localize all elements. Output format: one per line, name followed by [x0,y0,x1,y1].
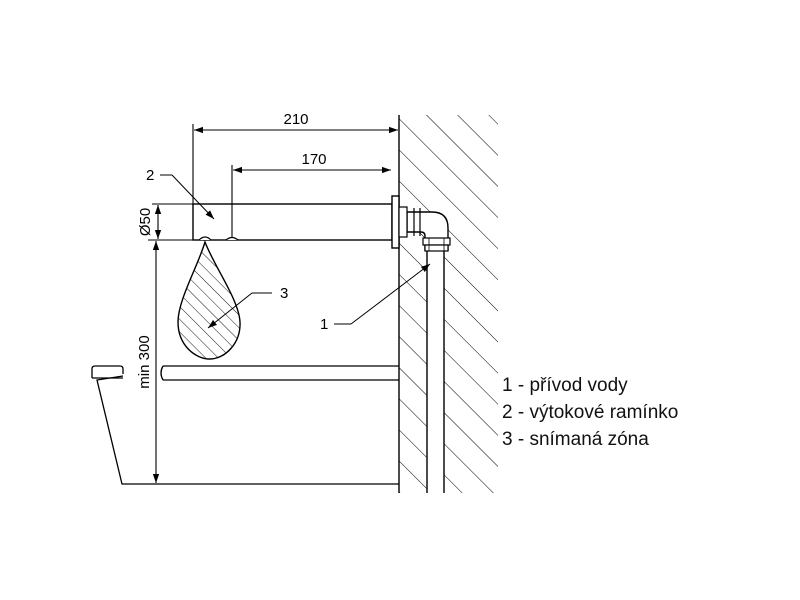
dimension-210-label: 210 [283,111,308,128]
supply-pipe [406,208,451,493]
dimension-diameter-label: Ø50 [137,208,154,236]
legend-item-supply: 1 - přívod vody [502,375,628,396]
dimension-min-height: min 300 [136,239,200,485]
wall [398,115,498,493]
sensing-zone [177,239,241,360]
legend-item-spout: 2 - výtokové ramínko [502,402,679,423]
dimension-170-label: 170 [301,151,326,168]
spout [192,195,408,249]
basin [91,365,399,485]
dimension-diameter: Ø50 [137,203,193,241]
callout-zone-number: 3 [280,285,288,302]
dimension-210: 210 [192,111,400,204]
legend: 1 - přívod vody 2 - výtokové ramínko 3 -… [502,372,678,453]
callout-spout: 2 [146,167,215,220]
callout-supply: 1 [320,263,431,333]
dimension-min-height-label: min 300 [136,335,153,388]
legend-item-zone: 3 - snímaná zóna [502,429,649,450]
callout-spout-number: 2 [146,167,154,184]
dimension-170: 170 [231,151,391,238]
callout-zone: 3 [207,285,288,329]
callout-supply-number: 1 [320,316,328,333]
